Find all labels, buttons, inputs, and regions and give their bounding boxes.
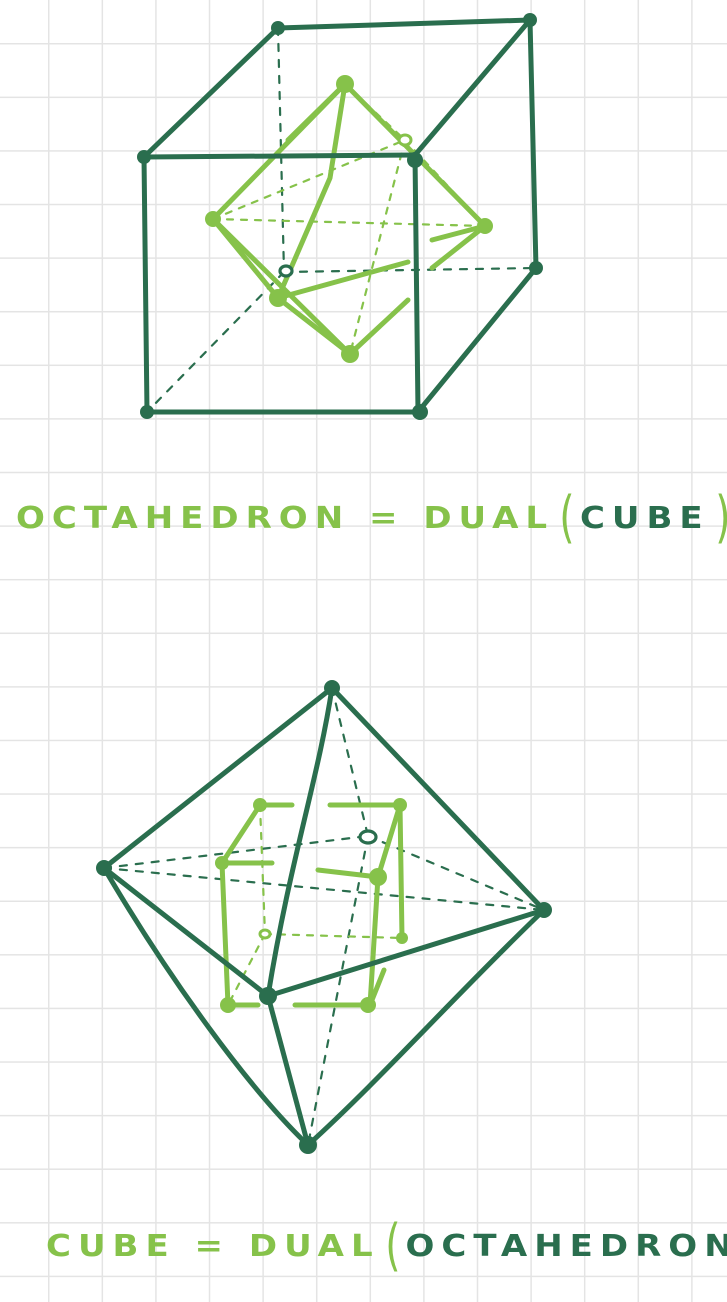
cube-hidden-edge (282, 266, 538, 274)
octa-edge (265, 685, 335, 999)
octa-edge (347, 297, 411, 357)
cube-vertices (215, 798, 408, 1013)
octa-edge (429, 223, 488, 271)
cube-edge (412, 152, 421, 415)
cube-vertex (369, 868, 387, 886)
caption-cube-dual-octahedron: CUBE = DUAL ( OCTAHEDRON ) (46, 1218, 727, 1274)
octa-vertex (205, 211, 221, 227)
cube-edge (141, 154, 150, 415)
cube-hidden-vertex (278, 264, 294, 278)
octa-vertex (299, 1136, 317, 1154)
cube-vertex (412, 404, 428, 420)
octa-hidden-edge (211, 138, 407, 221)
cube-hidden-edges (226, 803, 404, 1007)
cube-edge (375, 802, 403, 880)
octa-vertex (259, 987, 277, 1005)
cube-vertex (523, 13, 537, 27)
octa-hidden-vertex (397, 133, 413, 147)
octa-vertex (324, 680, 340, 696)
caption-left-text: CUBE = DUAL (46, 1228, 380, 1264)
octa-vertex (96, 860, 112, 876)
cube-edge (397, 802, 405, 941)
cube-vertex (407, 152, 423, 168)
octa-edge (210, 216, 353, 357)
octahedron-visible-edges (101, 685, 547, 1148)
cube-vertex (396, 932, 408, 944)
cube-hidden-edge (145, 270, 286, 414)
octa-edge (329, 685, 547, 913)
close-paren: ) (715, 490, 727, 546)
caption-inner-text: CUBE (579, 500, 710, 536)
octa-edge (265, 907, 547, 999)
caption-octahedron-dual-cube: OCTAHEDRON = DUAL ( CUBE ) (16, 490, 727, 546)
octa-vertex (536, 902, 552, 918)
octa-hidden-vertex (358, 829, 378, 845)
octahedron-with-dual-cube-diagram (96, 680, 552, 1154)
octahedron-vertices (205, 75, 493, 363)
octa-hidden-edge (102, 834, 370, 870)
octa-hidden-edge (348, 138, 407, 356)
cube-vertex (137, 150, 151, 164)
cube-edge (412, 17, 533, 158)
cube-with-dual-octahedron-diagram (137, 13, 543, 420)
octa-edge (429, 223, 488, 243)
cube-edge (275, 17, 533, 31)
octa-hidden-edge (330, 686, 370, 838)
octa-vertex (269, 289, 287, 307)
cube-vertex (215, 856, 229, 870)
octa-vertex (336, 75, 354, 93)
octa-edge (275, 295, 353, 357)
cube-vertex (140, 405, 154, 419)
cube-hidden-edge (263, 932, 404, 940)
octa-vertex (341, 345, 359, 363)
cube-vertices (137, 13, 543, 420)
cube-edge (141, 152, 418, 160)
cube-vertex (360, 997, 376, 1013)
cube-hidden-edge (226, 932, 267, 1007)
octa-hidden-edge (306, 834, 370, 1147)
cube-vertex (529, 261, 543, 275)
cube-hidden-edges (145, 26, 538, 414)
cube-edge (367, 874, 381, 1008)
cube-hidden-vertex (258, 928, 272, 940)
octa-edge (101, 865, 271, 999)
cube-hidden-edge (258, 803, 267, 936)
cube-vertex (393, 798, 407, 812)
cube-edge (219, 802, 263, 866)
cube-edge (527, 17, 539, 271)
cube-vertex (220, 997, 236, 1013)
cube-vertex (253, 798, 267, 812)
octa-edge (210, 81, 348, 222)
open-paren: ( (559, 485, 575, 550)
octa-edge (275, 81, 348, 301)
open-paren: ( (384, 1213, 401, 1278)
cube-edge (315, 867, 381, 880)
cube-visible-edges (219, 802, 405, 1008)
octa-edge (305, 907, 547, 1148)
octa-vertex (477, 218, 493, 234)
cube-vertex (271, 21, 285, 35)
cube-edge (141, 25, 281, 160)
caption-left-text: OCTAHEDRON = DUAL (16, 500, 555, 536)
cube-edge (415, 265, 539, 415)
octahedron-vertices (96, 680, 552, 1154)
octa-edge (101, 865, 311, 1148)
cube-visible-edges (141, 17, 539, 415)
octa-hidden-edge (211, 217, 487, 228)
cube-edge (219, 860, 231, 1008)
octahedron-hidden-edges (102, 686, 546, 1147)
octa-edge (265, 993, 311, 1148)
caption-inner-text: OCTAHEDRON (405, 1228, 727, 1264)
octa-edge (275, 259, 411, 301)
octa-edge (101, 685, 335, 871)
octa-hidden-edge (366, 834, 546, 912)
octa-hidden-edge (102, 866, 546, 912)
